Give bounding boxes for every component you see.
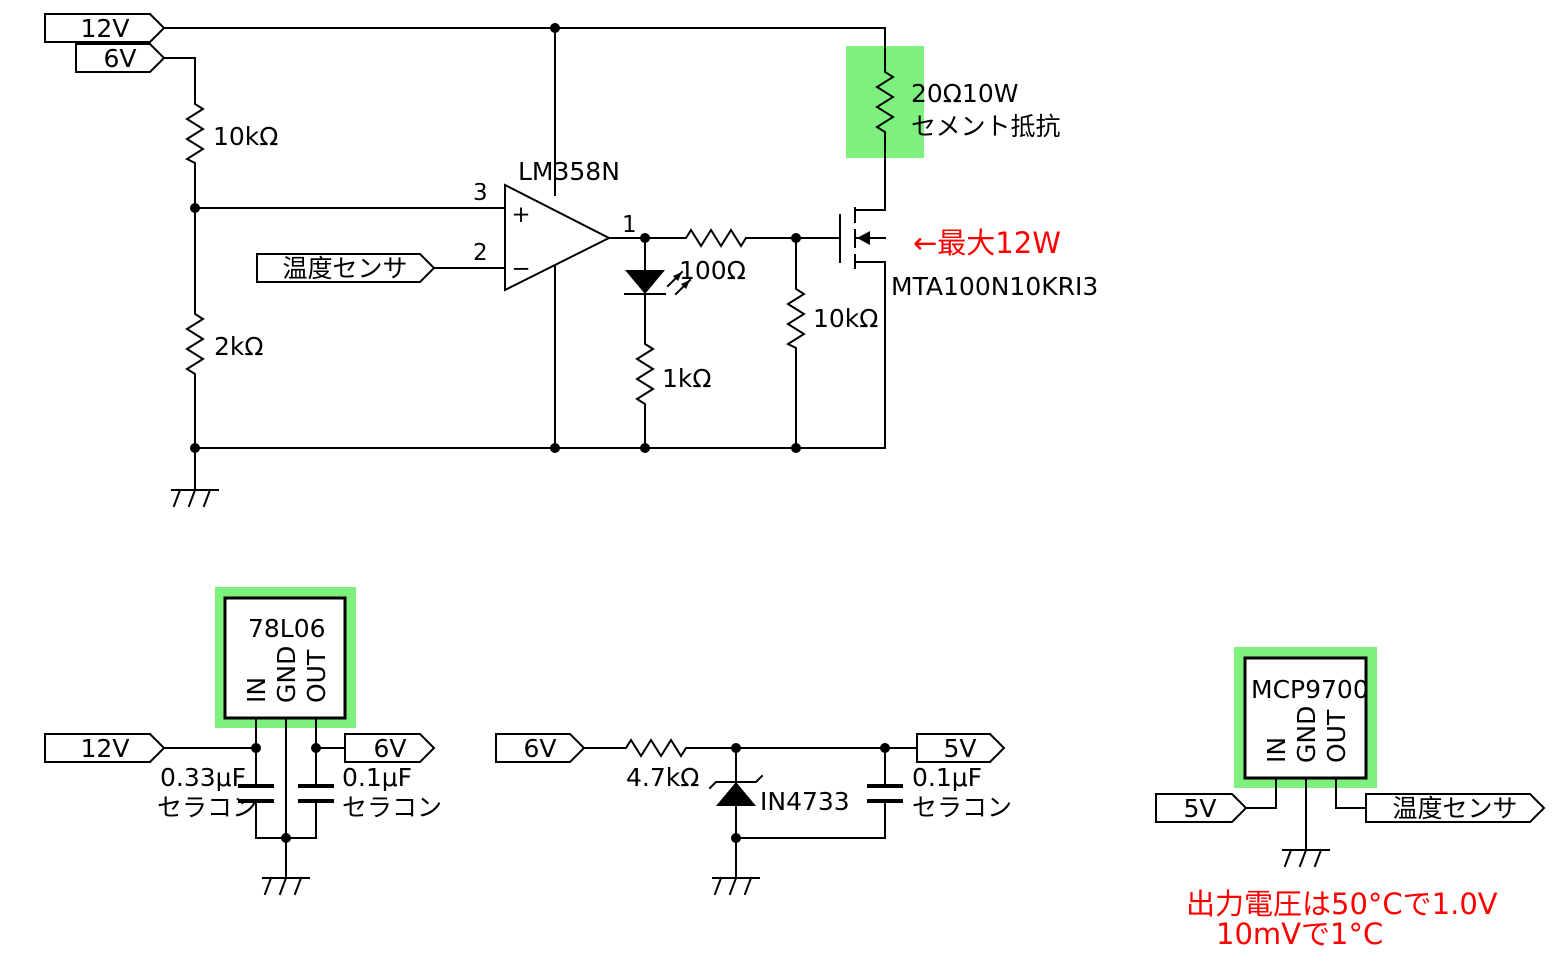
resistor-2k	[185, 310, 205, 380]
opamp-pin3: 3	[473, 180, 488, 206]
flag-6v-reg: 6V	[344, 733, 436, 763]
sensor-ic-name: MCP9700	[1251, 675, 1369, 704]
wire-6v	[163, 57, 196, 101]
c-out-type: セラコン	[342, 793, 442, 822]
sensor-note-line2: 10mVで1°C	[1216, 917, 1383, 951]
r-bottom-label: 2kΩ	[214, 332, 264, 361]
r-led-label: 1kΩ	[662, 364, 712, 393]
flag-sensor-out: 温度センサ	[1365, 793, 1546, 823]
regulator-pin-out: OUT	[302, 649, 331, 703]
flag-sensor-out-label: 温度センサ	[1392, 794, 1517, 823]
r-top-label: 10kΩ	[213, 122, 278, 151]
flag-sensor-label: 温度センサ	[282, 254, 407, 283]
opamp-plus-sign: +	[511, 202, 530, 228]
c-zener-value: 0.1μF	[912, 763, 982, 792]
regulator-pin-in: IN	[242, 677, 271, 703]
c-zener-type: セラコン	[912, 793, 1012, 822]
junctions-main	[190, 23, 801, 453]
mosfet-mta100n10kri3	[839, 207, 886, 269]
c-in-type: セラコン	[157, 793, 257, 822]
c-in-value: 0.33μF	[160, 763, 246, 792]
opamp-minus-sign: −	[511, 256, 530, 282]
opamp-lm358n: + −	[504, 183, 612, 292]
load-value-label: 20Ω10W	[911, 79, 1018, 108]
led-indicator	[624, 270, 692, 296]
ground-reg	[262, 876, 310, 896]
flag-5v-zener: 5V	[916, 733, 1006, 763]
flag-6v-main: 6V	[75, 43, 166, 73]
mosfet-name-label: MTA100N10KRI3	[891, 272, 1098, 301]
ground-sensor	[1282, 848, 1330, 868]
resistor-10k-top	[184, 100, 205, 165]
r-gate-label: 100Ω	[679, 256, 746, 285]
resistor-100-gate	[682, 228, 754, 248]
sensor-pin-out: OUT	[1322, 709, 1351, 763]
flag-5v-sensor-label: 5V	[1183, 794, 1216, 823]
regulator-name: 78L06	[248, 614, 326, 643]
flag-5v-sensor: 5V	[1155, 793, 1248, 823]
flag-6v-zener: 6V	[495, 733, 586, 763]
main-circuit: 12V 6V 温度センサ	[44, 13, 1098, 508]
sensor-ic-box	[1243, 656, 1368, 780]
sensor-circuit: MCP9700 IN GND OUT 5V 温度センサ 出力電圧は50°Cで1.…	[1155, 656, 1546, 951]
zener-name-label: IN4733	[760, 787, 850, 816]
c-out-value: 0.1μF	[342, 763, 412, 792]
flag-6v-label: 6V	[103, 44, 136, 73]
flag-12v-main: 12V	[44, 13, 166, 43]
opamp-name: LM358N	[518, 157, 620, 186]
flag-sensor-main: 温度センサ	[256, 253, 436, 283]
sensor-pin-in: IN	[1262, 737, 1291, 763]
opamp-pin2: 2	[473, 240, 488, 266]
zener-circuit: 6V 5V 4.7kΩ IN4733	[495, 733, 1012, 896]
max-power-note: ←最大12W	[913, 226, 1061, 260]
flag-5v-zener-label: 5V	[943, 734, 976, 763]
capacitor-in	[238, 784, 274, 803]
regulator-circuit: 78L06 IN GND OUT 12V 6V	[44, 596, 442, 896]
resistor-4k7	[622, 738, 694, 758]
capacitor-zener	[867, 784, 903, 803]
r-4k7-label: 4.7kΩ	[626, 763, 699, 792]
ground-main	[171, 488, 219, 508]
capacitor-out	[298, 784, 334, 803]
sensor-note-line1: 出力電圧は50°Cで1.0V	[1186, 887, 1498, 921]
resistor-load	[875, 68, 895, 136]
flag-12v-reg-label: 12V	[81, 734, 130, 763]
flag-12v-label: 12V	[81, 14, 130, 43]
sensor-pin-gnd: GND	[1292, 706, 1321, 763]
flag-6v-reg-label: 6V	[373, 734, 406, 763]
opamp-pin1: 1	[622, 212, 637, 238]
resistor-10k-pulldown	[785, 285, 806, 350]
flag-12v-reg: 12V	[44, 733, 166, 763]
load-type-label: セメント抵抗	[911, 112, 1061, 141]
ground-zener	[712, 876, 760, 896]
flag-6v-zener-label: 6V	[523, 734, 556, 763]
regulator-ic-box	[223, 596, 347, 720]
regulator-pin-gnd: GND	[272, 646, 301, 703]
resistor-1k-led	[635, 340, 655, 412]
wire-12v-rail	[163, 27, 886, 69]
r-pulldown-label: 10kΩ	[813, 304, 878, 333]
zener-diode	[708, 774, 764, 806]
